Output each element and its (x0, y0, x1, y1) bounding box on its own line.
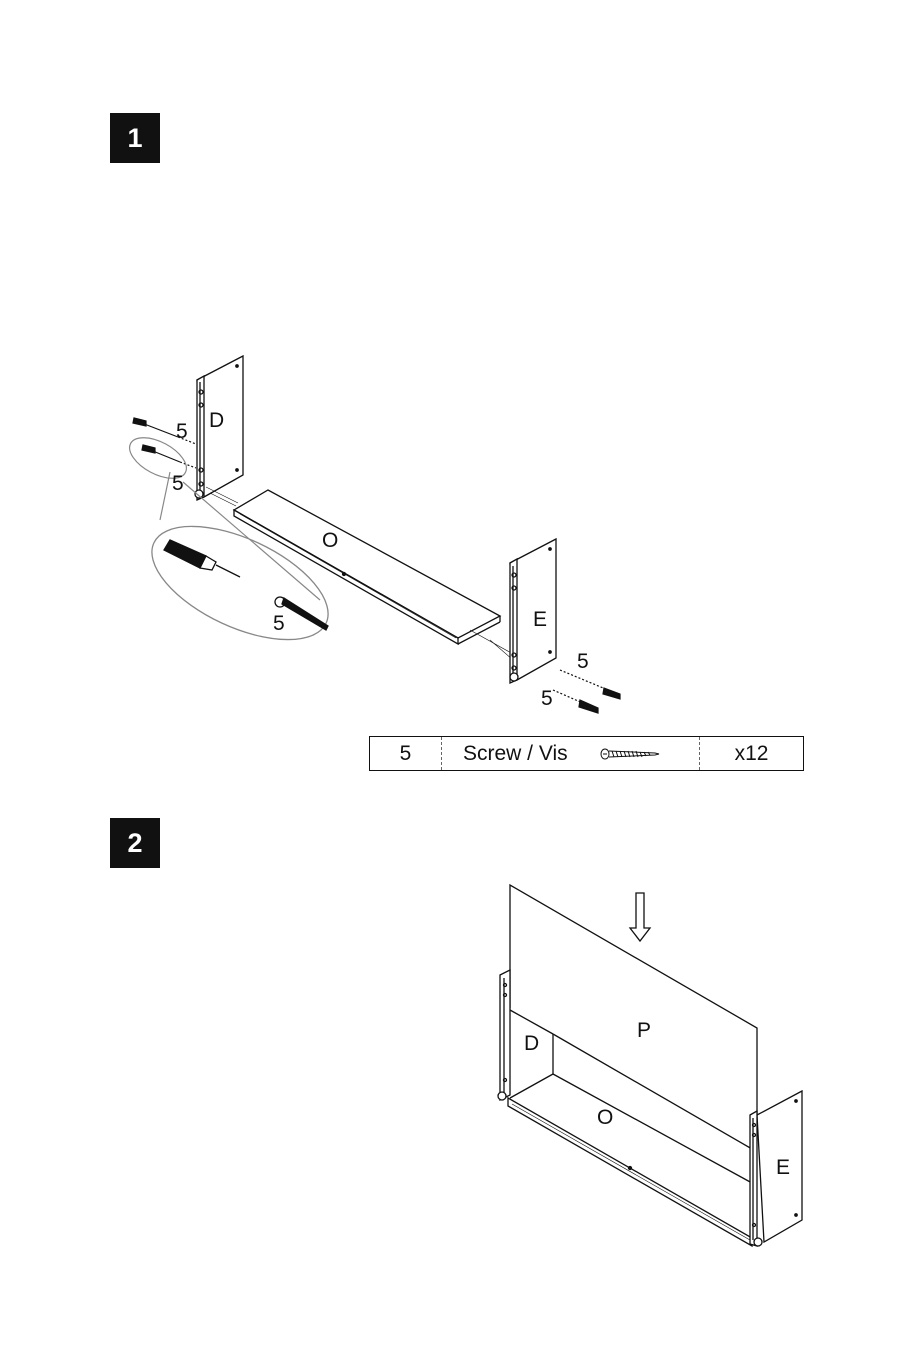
label-d-step2: D (524, 1032, 539, 1055)
label-o-step2: O (597, 1106, 613, 1129)
label-e-step2: E (776, 1156, 790, 1179)
label-p: P (637, 1019, 651, 1042)
down-arrow-icon (630, 893, 650, 941)
panel-o-step2 (508, 1098, 752, 1246)
